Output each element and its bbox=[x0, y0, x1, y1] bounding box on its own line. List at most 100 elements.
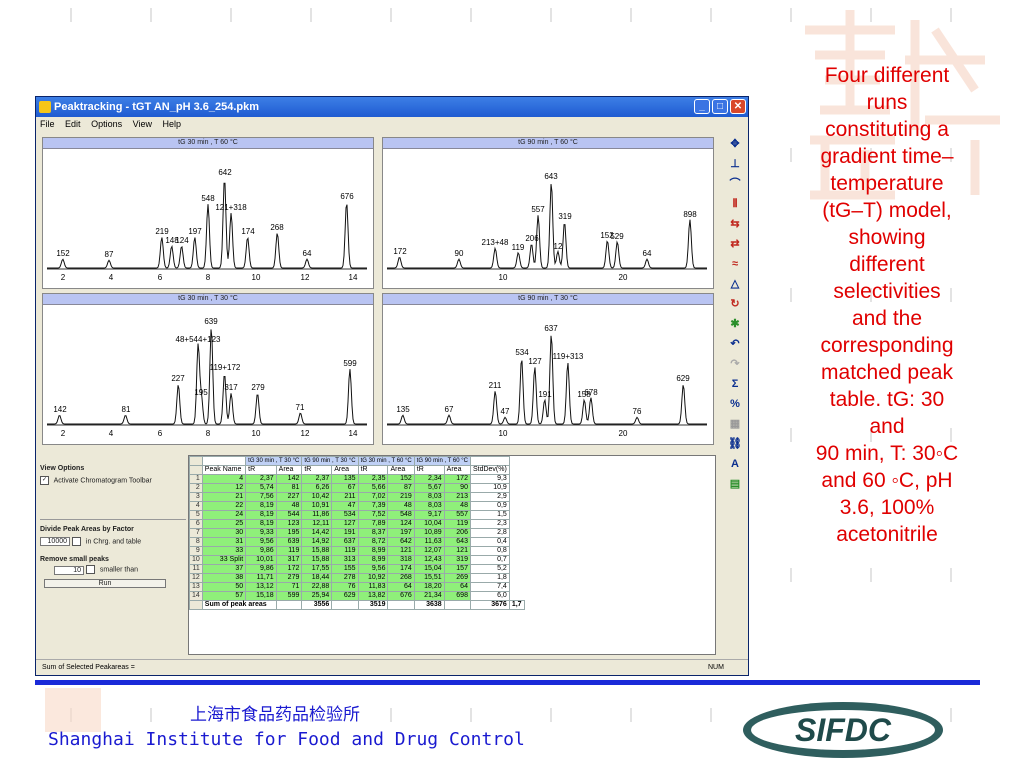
menu-help[interactable]: Help bbox=[162, 119, 181, 129]
run-button[interactable]: Run bbox=[44, 578, 166, 588]
peak-label: 213+48 bbox=[482, 238, 509, 247]
table-cell: 15,04 bbox=[413, 564, 445, 574]
tick-decoration bbox=[470, 8, 472, 22]
table-cell: 4 bbox=[201, 474, 247, 484]
tick-decoration bbox=[150, 8, 152, 22]
peak-label: 119+313 bbox=[553, 352, 584, 361]
table-cell: 5,2 bbox=[469, 564, 510, 574]
tick-decoration bbox=[870, 428, 872, 442]
redo-icon[interactable]: ↷ bbox=[730, 358, 740, 370]
activate-toolbar-checkbox[interactable]: ✓ bbox=[40, 476, 49, 485]
table-cell: 642 bbox=[387, 537, 415, 547]
peak-label: 90 bbox=[455, 249, 464, 258]
peak-label: 219 bbox=[155, 227, 169, 236]
sum-value: 3556 bbox=[301, 600, 333, 610]
table-icon[interactable]: ▤ bbox=[729, 478, 741, 490]
menu-edit[interactable]: Edit bbox=[65, 119, 81, 129]
in-chrg-checkbox[interactable] bbox=[71, 537, 81, 546]
table-cell: 1,8 bbox=[469, 573, 510, 583]
table-cell: 25 bbox=[201, 519, 247, 529]
column-header: Area bbox=[275, 465, 303, 475]
table-cell: 317 bbox=[275, 555, 303, 565]
table-cell: 219 bbox=[387, 492, 415, 502]
table-cell: 637 bbox=[331, 537, 359, 547]
peak-label: 81 bbox=[122, 405, 131, 414]
link-icon[interactable]: ⛓ bbox=[728, 438, 742, 450]
undo-icon[interactable]: ↶ bbox=[730, 338, 740, 350]
table-cell: 33 bbox=[201, 546, 247, 556]
menu-view[interactable]: View bbox=[132, 119, 152, 129]
table-cell: 87 bbox=[387, 483, 415, 493]
group-header: tG 90 min , T 60 °C bbox=[413, 456, 471, 466]
table-cell: 10,89 bbox=[413, 528, 445, 538]
factor-input[interactable]: 10000 bbox=[40, 537, 70, 547]
compress-icon[interactable]: ⇄ bbox=[730, 238, 740, 250]
peak-label: 629 bbox=[676, 374, 690, 383]
tick-decoration bbox=[870, 148, 872, 162]
close-button[interactable]: ✕ bbox=[730, 99, 746, 114]
scatter-icon[interactable]: ✱ bbox=[730, 318, 740, 330]
grid-icon[interactable]: ▦ bbox=[729, 418, 741, 430]
sum-icon[interactable]: Σ bbox=[731, 378, 739, 390]
table-cell: 9,86 bbox=[245, 564, 277, 574]
group-header: tG 30 min , T 30 °C bbox=[245, 456, 303, 466]
expand-icon[interactable]: ⇆ bbox=[730, 218, 740, 230]
table-cell: 15,88 bbox=[301, 555, 333, 565]
peak-marker-icon[interactable]: ⊥ bbox=[730, 158, 740, 170]
sum-value: 3676 bbox=[469, 600, 510, 610]
peak-bars-icon[interactable]: ⫴ bbox=[732, 198, 738, 210]
table-cell: 8,03 bbox=[413, 501, 445, 511]
peak-label: 637 bbox=[544, 324, 558, 333]
refresh-icon[interactable]: ↻ bbox=[730, 298, 740, 310]
table-cell: 269 bbox=[443, 573, 471, 583]
tick-decoration bbox=[550, 708, 552, 722]
peak-label: 227 bbox=[171, 374, 185, 383]
peak-label: 678 bbox=[584, 388, 598, 397]
smaller-checkbox[interactable] bbox=[85, 565, 95, 575]
table-cell: 534 bbox=[331, 510, 359, 520]
maximize-button[interactable]: □ bbox=[712, 99, 728, 114]
table-cell: 7 bbox=[189, 528, 203, 538]
minimize-button[interactable]: _ bbox=[694, 99, 710, 114]
table-cell: 50 bbox=[201, 582, 247, 592]
tick-decoration bbox=[630, 708, 632, 722]
menu-file[interactable]: File bbox=[40, 119, 55, 129]
peak-label: 121+318 bbox=[215, 203, 247, 212]
chromatogram-trace bbox=[47, 329, 367, 425]
menu-options[interactable]: Options bbox=[91, 119, 123, 129]
move-icon[interactable]: ✥ bbox=[730, 138, 740, 150]
table-cell: 12,07 bbox=[413, 546, 445, 556]
axis-tick-label: 10 bbox=[499, 273, 508, 282]
peak-shape-icon[interactable]: ⌒ bbox=[729, 178, 741, 190]
divide-title: Divide Peak Areas by Factor bbox=[40, 526, 134, 533]
baseline-icon[interactable]: △ bbox=[730, 278, 740, 290]
font-icon[interactable]: A bbox=[731, 458, 739, 470]
column-header: tR bbox=[245, 465, 277, 475]
overlay-icon[interactable]: ≈ bbox=[731, 258, 739, 270]
peak-label: 211 bbox=[489, 381, 502, 390]
percent-icon[interactable]: % bbox=[730, 398, 740, 410]
table-cell: 639 bbox=[275, 537, 303, 547]
threshold-input[interactable]: 10 bbox=[54, 565, 84, 575]
tick-decoration bbox=[710, 708, 712, 722]
